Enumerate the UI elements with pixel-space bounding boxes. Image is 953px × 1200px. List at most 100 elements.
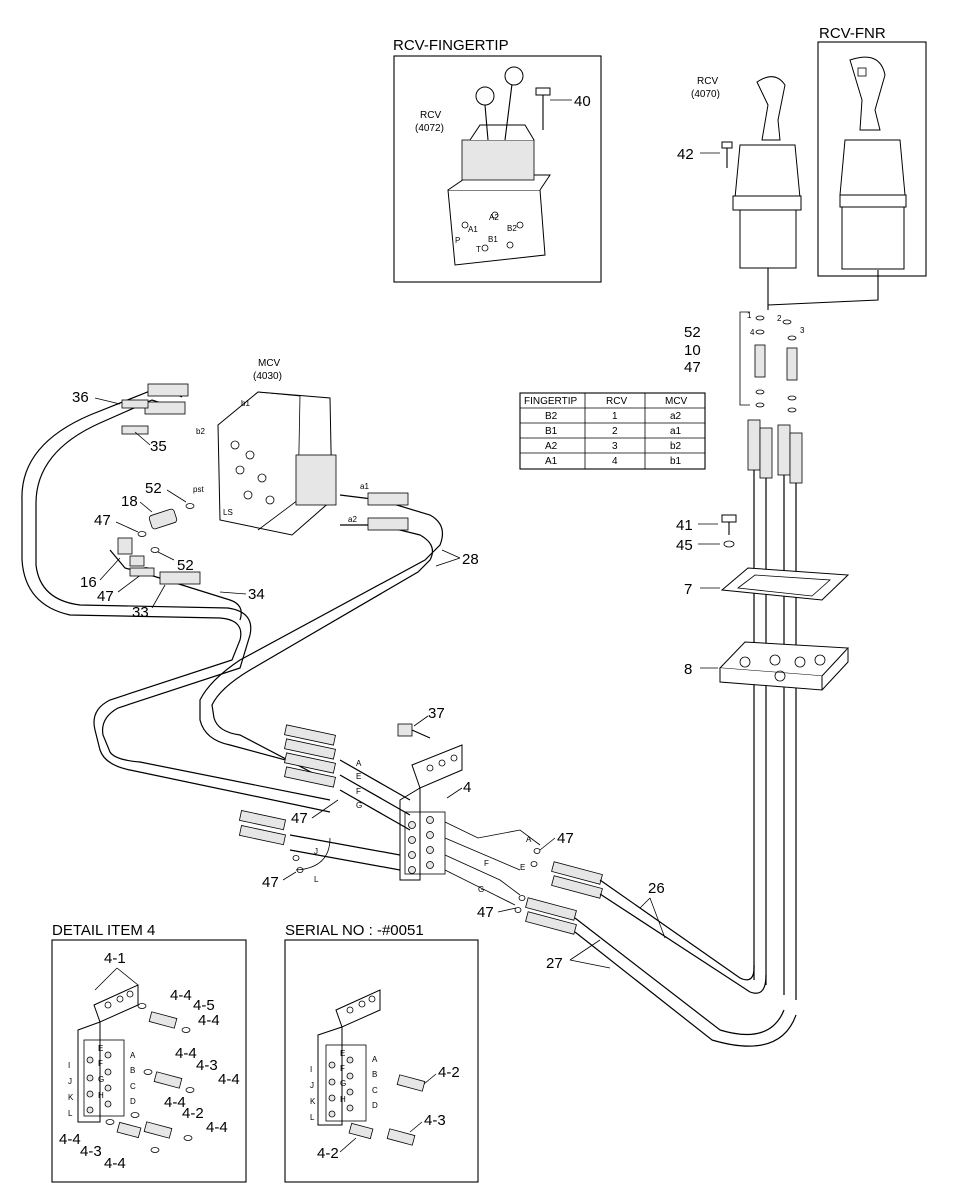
svg-text:D: D [130,1097,136,1106]
svg-text:B2: B2 [545,411,558,422]
svg-text:b1: b1 [670,456,682,467]
serial-bracket-icon [317,989,381,1126]
svg-text:G: G [340,1079,346,1088]
svg-text:(4070): (4070) [691,89,720,100]
svg-text:4-4: 4-4 [175,1045,197,1062]
svg-text:A: A [130,1051,136,1060]
svg-text:a2: a2 [348,515,357,524]
callout-10: 10 [684,342,701,359]
svg-text:4-4: 4-4 [198,1012,220,1029]
svg-text:F: F [340,1064,345,1073]
svg-text:K: K [310,1097,316,1106]
bolt-40-icon [535,87,551,130]
svg-text:E: E [98,1044,103,1053]
svg-text:H: H [98,1091,104,1100]
rcv-4070-joystick: RCV (4070) [691,76,802,269]
callout-47b: 47 [94,512,111,529]
callout-47e: 47 [262,874,279,891]
svg-text:B2: B2 [507,224,517,233]
rcv-4072-label: RCV [420,110,441,121]
svg-text:b2: b2 [670,441,682,452]
svg-text:RCV: RCV [697,76,718,87]
svg-text:A: A [372,1055,378,1064]
svg-text:pst: pst [193,485,204,494]
callout-4: 4 [463,779,471,796]
table-header-mcv: MCV [665,396,688,407]
bolt-41-icon [721,514,737,548]
svg-text:J: J [310,1081,314,1090]
svg-text:MCV: MCV [258,358,281,369]
svg-text:I: I [310,1065,312,1074]
svg-text:G: G [98,1075,104,1084]
svg-text:F: F [484,859,489,868]
svg-text:D: D [372,1101,378,1110]
svg-text:a1: a1 [360,482,369,491]
svg-text:4-2: 4-2 [182,1105,204,1122]
svg-text:E: E [356,772,361,781]
fingertip-title: RCV-FINGERTIP [393,37,509,54]
fnr-box: RCV-FNR [817,25,927,277]
svg-text:2: 2 [612,426,618,437]
callout-7: 7 [684,581,692,598]
hose-33-34 [129,567,242,621]
svg-text:T: T [476,245,481,254]
hose-36-35 [21,383,331,813]
svg-text:b1: b1 [241,399,250,408]
callout-52c: 52 [177,557,194,574]
hose-28 [199,492,443,783]
callout-27: 27 [546,955,563,972]
svg-text:E: E [520,863,525,872]
hose-26-27 [525,861,797,1047]
callout-47f: 47 [557,830,574,847]
svg-text:C: C [372,1086,378,1095]
svg-text:4-3: 4-3 [196,1057,218,1074]
svg-text:A2: A2 [489,213,499,222]
svg-text:4-5: 4-5 [193,997,215,1014]
svg-text:A: A [356,759,362,768]
svg-text:B: B [372,1070,377,1079]
svg-text:LS: LS [223,508,233,517]
svg-text:4: 4 [750,328,755,337]
svg-text:L: L [314,875,319,884]
callout-28: 28 [462,551,479,568]
svg-text:A2: A2 [545,441,558,452]
svg-text:C: C [130,1082,136,1091]
fingertip-valve-icon [447,66,551,266]
svg-text:A1: A1 [545,456,558,467]
bolt-37-icon [397,723,431,739]
svg-text:G: G [356,801,362,810]
block-hoses [238,724,411,871]
callout-42: 42 [677,146,694,163]
svg-text:4-2: 4-2 [317,1145,339,1162]
rcv-4072-number: (4072) [415,123,444,134]
rcv-port-fittings: 1 2 3 4 [739,311,805,413]
svg-text:(4030): (4030) [253,371,282,382]
svg-text:F: F [356,787,361,796]
svg-text:3: 3 [612,441,618,452]
block-out-lines [444,821,541,906]
rcv-hoses [747,419,803,1000]
fnr-joystick-icon [839,56,907,270]
callout-35: 35 [150,438,167,455]
svg-text:4-4: 4-4 [104,1155,126,1172]
plate-7-icon [720,567,850,601]
callout-33: 33 [132,604,149,621]
svg-text:L: L [68,1109,73,1118]
svg-text:L: L [310,1113,315,1122]
svg-text:3: 3 [800,326,805,335]
table-header-fingertip: FINGERTIP [524,396,577,407]
svg-text:H: H [340,1095,346,1104]
svg-text:A: A [526,835,532,844]
svg-text:1: 1 [612,411,618,422]
svg-text:A1: A1 [468,225,478,234]
bolt-42-icon [721,141,733,168]
svg-text:4-4: 4-4 [206,1119,228,1136]
svg-text:4-4: 4-4 [59,1131,81,1148]
svg-text:G: G [478,885,484,894]
fitting-18-icon [137,503,195,553]
fnr-title: RCV-FNR [819,25,886,42]
bracket-4-icon [399,744,463,881]
svg-text:I: I [68,1061,70,1070]
callout-47a: 47 [684,359,701,376]
callout-8: 8 [684,661,692,678]
